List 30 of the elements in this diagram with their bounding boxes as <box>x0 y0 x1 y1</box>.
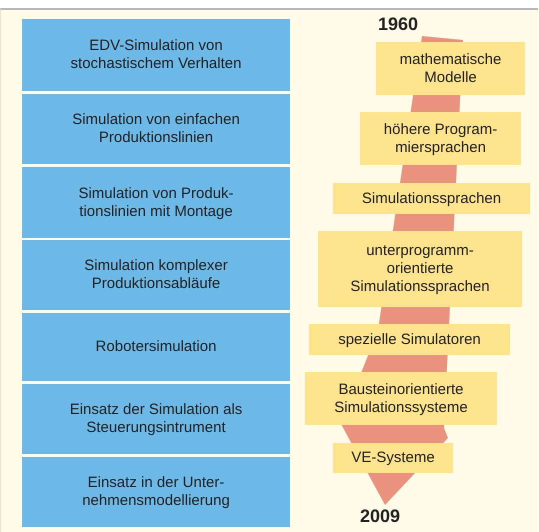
year-label: 1960 <box>378 14 418 35</box>
box-text: Bausteinorientierte Simulationssysteme <box>333 380 469 416</box>
box-text: Simulation komplexer Produktionsabläufe <box>83 257 229 293</box>
method-box <box>318 231 522 307</box>
year-label: 2009 <box>360 506 400 527</box>
method-box <box>305 372 497 425</box>
stage-box <box>22 384 290 454</box>
box-text: EDV-Simulation von stochastischem Verhalten <box>70 37 242 73</box>
box-text: Einsatz in der Unter- nehmensmodellierung <box>81 474 231 510</box>
stage-box <box>22 19 290 91</box>
stage-box <box>22 94 290 164</box>
method-box <box>376 42 525 95</box>
method-box <box>360 112 521 165</box>
box-text: Simulation von Produk- tionslinien mit Montage <box>77 184 235 220</box>
box-text: Einsatz der Simulation als Steuerungsintrument <box>68 401 244 437</box>
box-text: spezielle Simulatoren <box>338 330 481 348</box>
box-text: unterprogramm- orientierte Simulationssprachen <box>349 242 491 296</box>
box-text: Simulation von einfachen Produktionslinien <box>71 111 241 147</box>
method-box <box>309 324 510 355</box>
box-text: höhere Program- miersprachen <box>382 120 498 156</box>
box-text: Simulationssprachen <box>362 190 502 208</box>
method-box <box>333 443 453 473</box>
box-text: VE-Systeme <box>351 449 435 467</box>
method-box <box>333 183 530 214</box>
stage-box <box>22 167 290 238</box>
box-text: mathematische Modelle <box>398 50 502 86</box>
box-text: Robotersimulation <box>96 338 216 356</box>
stage-box <box>22 240 290 310</box>
stage-box <box>22 457 290 527</box>
stage-box <box>22 313 290 381</box>
